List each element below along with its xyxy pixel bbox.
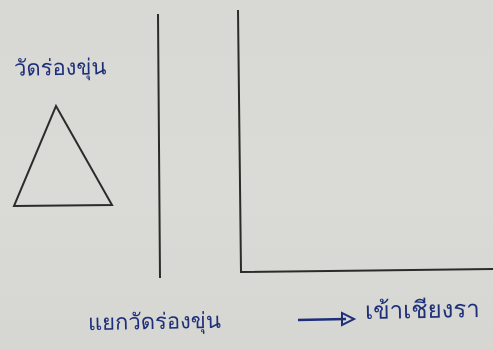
right-road-edge [237, 9, 493, 274]
left-heading: วัดร่องขุ่น [13, 55, 107, 82]
triangle-icon [12, 103, 114, 208]
bottom-caption: แยกวัดร่องขุ่น [87, 308, 222, 337]
destination-label: เข้าเชียงรา [364, 295, 480, 325]
left-road-edge [157, 13, 161, 279]
arrow-right-icon [297, 311, 357, 327]
